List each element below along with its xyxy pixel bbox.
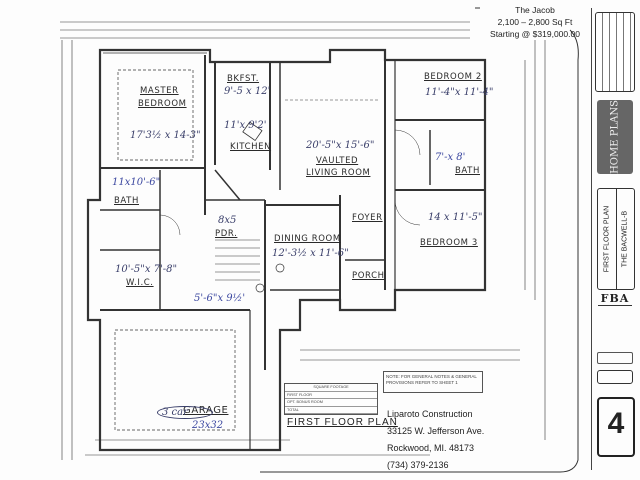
hw-bkfst: 9'-5 x 12' (224, 86, 271, 97)
hw-dining: 12'-3½ x 11'-6" (272, 248, 349, 259)
city-address: Rockwood, MI. 48173 (387, 443, 475, 453)
promo-block: The Jacob 2,100 – 2,800 Sq Ft Starting @… (480, 4, 590, 40)
room-label-bath-right: BATH (455, 166, 480, 176)
date-box (597, 370, 633, 384)
room-label-wic: W.I.C. (126, 278, 154, 288)
firm-logo: FBA (598, 292, 632, 332)
hw-bedroom2: 11'-4"x 11'-4" (425, 87, 494, 98)
phone-number: (734) 379-2136 (387, 460, 449, 470)
room-label-foyer: FOYER (352, 213, 383, 223)
revision-grid (595, 12, 635, 92)
room-label-bedroom3: BEDROOM 3 (420, 238, 478, 248)
plan-title: FIRST FLOOR PLAN (287, 417, 398, 428)
sheet-title: FIRST FLOOR PLAN (603, 205, 611, 273)
room-label-bath-left: BATH (114, 196, 139, 206)
hw-garage-dims: 23x32 (192, 420, 224, 431)
hw-wic: 10'-5"x 7'-8" (115, 264, 178, 275)
model-name: The Jacob (515, 5, 555, 15)
room-label-living: LIVING ROOM (306, 168, 371, 178)
hw-garage-note: 3 car (157, 406, 213, 419)
room-label-dining: DINING ROOM (274, 234, 341, 244)
title-block-strip (591, 8, 638, 470)
hw-bath-left: 11x10'-6" (112, 177, 161, 188)
hw-stair: 5'-6"x 9½' (194, 293, 246, 304)
size-range: 2,100 – 2,800 Sq Ft (497, 17, 573, 27)
room-label-master-2: BEDROOM (138, 99, 187, 109)
hw-pdr: 8x5 (218, 215, 237, 226)
square-footage-table: SQUARE FOOTAGE FIRST FLOOR OPT. BONUS RO… (284, 383, 378, 415)
room-label-kitchen: KITCHEN (230, 142, 272, 152)
room-label-vaulted: VAULTED (316, 156, 359, 166)
room-label-pdr: PDR. (215, 229, 238, 239)
price: Starting @ $319,000.00 (490, 29, 580, 39)
brand-logo: HOME PLANS (597, 100, 633, 174)
brand-text: HOME PLANS (609, 100, 621, 174)
plan-name: THE BACWELL-B (621, 210, 629, 268)
sqft-row: OPT. BONUS ROOM (285, 399, 377, 407)
sqft-row: TOTAL (285, 407, 377, 414)
room-label-master: MASTER (140, 86, 179, 96)
room-label-porch: PORCH (352, 271, 385, 281)
contact-block: Liparoto Construction 33125 W. Jefferson… (387, 406, 484, 474)
scale-box (597, 352, 633, 364)
general-note: NOTE: FOR GENERAL NOTES & GENERAL PROVIS… (383, 371, 483, 393)
room-label-bkfst: BKFST. (227, 74, 260, 84)
sqft-row: FIRST FLOOR (285, 392, 377, 399)
room-label-bedroom2: BEDROOM 2 (424, 72, 482, 82)
hw-living: 20'-5"x 15'-6" (306, 140, 375, 151)
company-name: Liparoto Construction (387, 409, 473, 419)
firm-logo-text: FBA (598, 292, 632, 306)
hw-master: 17'3½ x 14-3" (130, 130, 201, 141)
street-address: 33125 W. Jefferson Ave. (387, 426, 485, 436)
sheet-number-box: 4 (597, 397, 635, 457)
sheet-number: 4 (607, 407, 625, 440)
hw-bath-right: 7'-x 8' (435, 152, 466, 163)
hw-bedroom3: 14 x 11'-5" (428, 212, 483, 223)
sqft-header: SQUARE FOOTAGE (285, 384, 377, 392)
sheet-title-box: FIRST FLOOR PLAN THE BACWELL-B (597, 188, 635, 290)
hw-kitchen: 11'x 9'2' (224, 120, 267, 131)
